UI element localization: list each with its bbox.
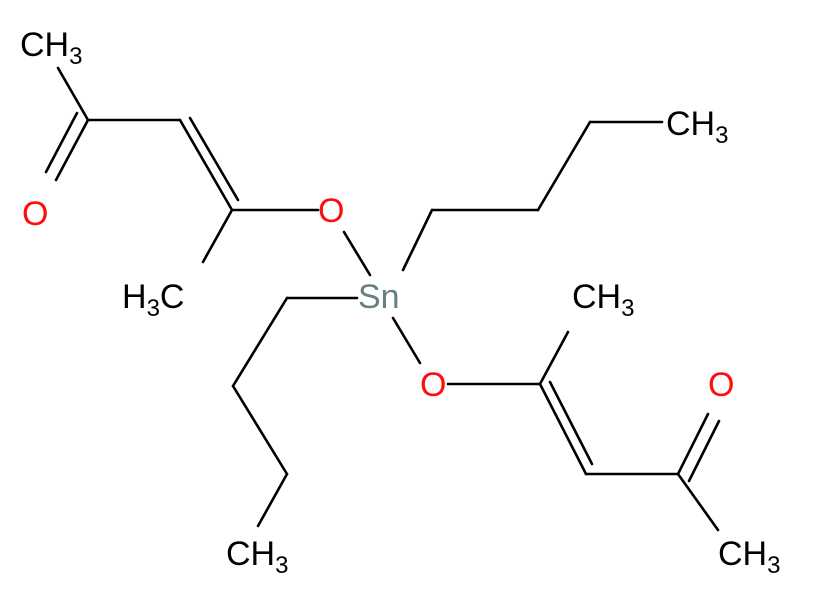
bond-c-o-double-right-a — [676, 412, 710, 476]
bond-c-ch-double-right-b — [548, 380, 594, 466]
bond-c-o-double-left-a — [54, 118, 90, 182]
bond-sn-butyl-upper-1 — [401, 208, 434, 272]
atom-o-carbonyl-left: O — [22, 195, 48, 233]
bond-ch3-c-carbonyl-left — [56, 66, 90, 122]
bond-c-ch3-right-upper — [538, 330, 570, 386]
atom-ch3-right-upper: CH3 — [572, 278, 634, 322]
atom-sn: Sn — [358, 278, 400, 316]
atom-h3c-left: H3C — [122, 278, 184, 322]
bond-c-o-double-right-b — [687, 419, 721, 483]
bond-butyl-lower-4 — [256, 472, 289, 528]
atom-o-ether-lower: O — [420, 366, 446, 404]
bond-c-ch-double-right-a — [538, 382, 588, 476]
bond-ch-c-double-left-b — [188, 116, 240, 202]
atom-ch3-butyl-upper: CH3 — [666, 105, 728, 149]
bond-o-sn-upper — [342, 230, 372, 277]
atom-ch3-bottom-right: CH3 — [718, 535, 780, 579]
atom-ch3-butyl-lower: CH3 — [226, 535, 288, 579]
bond-c-ch3-h3c-left — [201, 208, 234, 264]
atom-ch3-top-left: CH3 — [20, 26, 82, 70]
atom-o-carbonyl-right: O — [708, 366, 734, 404]
atom-o-ether-upper: O — [318, 192, 344, 230]
bond-butyl-lower-2 — [231, 296, 289, 388]
bond-ch-c-double-left-a — [178, 118, 234, 212]
bond-butyl-upper-3 — [536, 120, 592, 212]
bond-c-ch3-bottom-right — [676, 472, 720, 532]
bond-sn-o-lower — [391, 316, 422, 365]
bond-butyl-lower-3 — [231, 384, 289, 476]
bond-c-o-double-left-b — [44, 111, 79, 174]
